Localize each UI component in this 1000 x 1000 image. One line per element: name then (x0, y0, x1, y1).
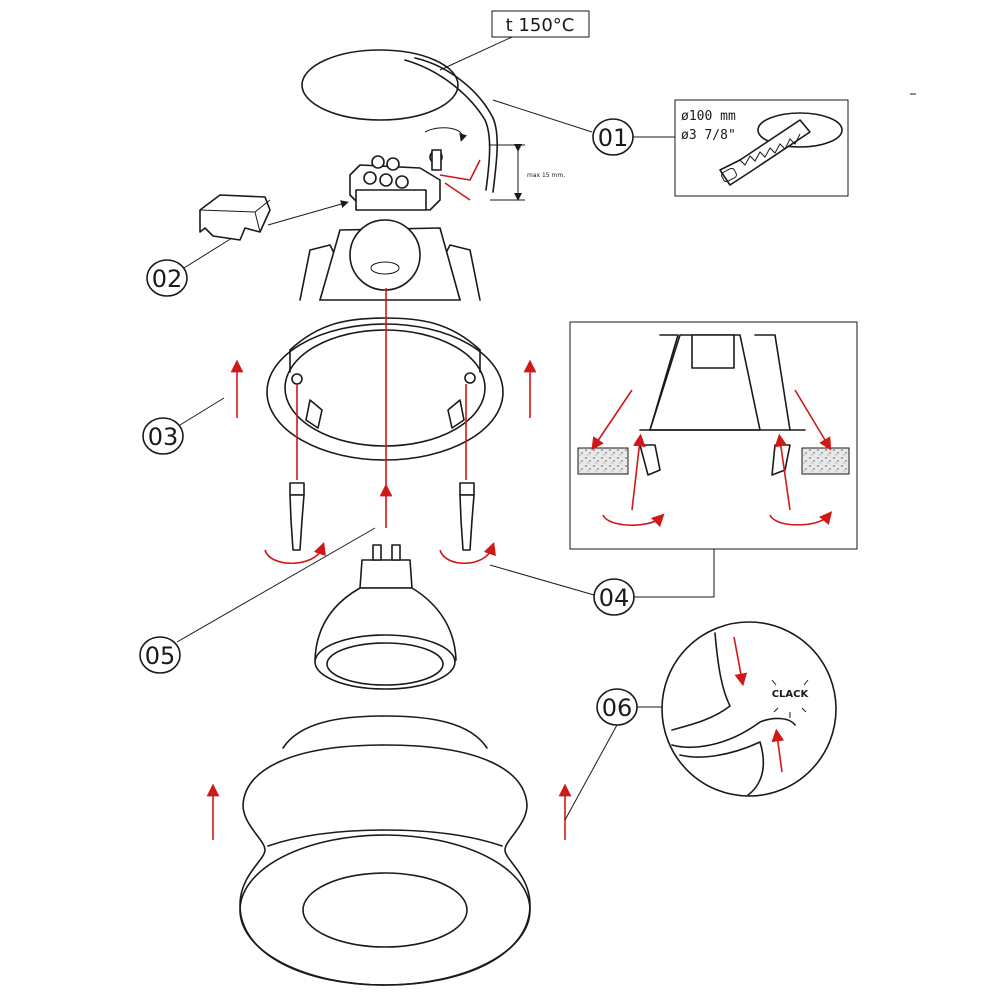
downlight-housing (266, 219, 504, 461)
temperature-text: t 150°C (506, 15, 575, 36)
step-01-number: 01 (598, 124, 629, 152)
hole-size-metric: ø100 mm (681, 109, 736, 124)
gu10-lamp (314, 544, 457, 690)
decorative-cover (206, 715, 572, 986)
terminal-block: max 15 mm. (349, 127, 565, 211)
step-01: 01 (592, 118, 675, 156)
step-05-number: 05 (145, 642, 176, 670)
click-sparkle-icon (771, 679, 809, 718)
step-02-number: 02 (152, 265, 183, 293)
step-06-number: 06 (602, 694, 633, 722)
ceiling-hole (301, 49, 593, 193)
step-06: 06 (564, 688, 662, 821)
step-04-number: 04 (599, 584, 630, 612)
step-04: 04 (593, 578, 635, 616)
clip-detail-inset (569, 321, 858, 598)
saw-icon (719, 119, 811, 186)
screwdrivers (264, 288, 595, 596)
temperature-label: t 150°C (439, 10, 590, 71)
hole-size-inset: ø100 mm ø3 7/8" (674, 99, 849, 197)
step-03: 03 (142, 359, 537, 455)
hole-size-imperial: ø3 7/8" (681, 128, 736, 143)
click-detail-inset: CLACK (661, 621, 837, 797)
clack-label: CLACK (772, 689, 810, 700)
step-03-number: 03 (148, 423, 179, 451)
step-02: 02 (146, 194, 349, 297)
cable-strip-length: max 15 mm. (527, 172, 565, 179)
step-05: 05 (139, 527, 376, 674)
